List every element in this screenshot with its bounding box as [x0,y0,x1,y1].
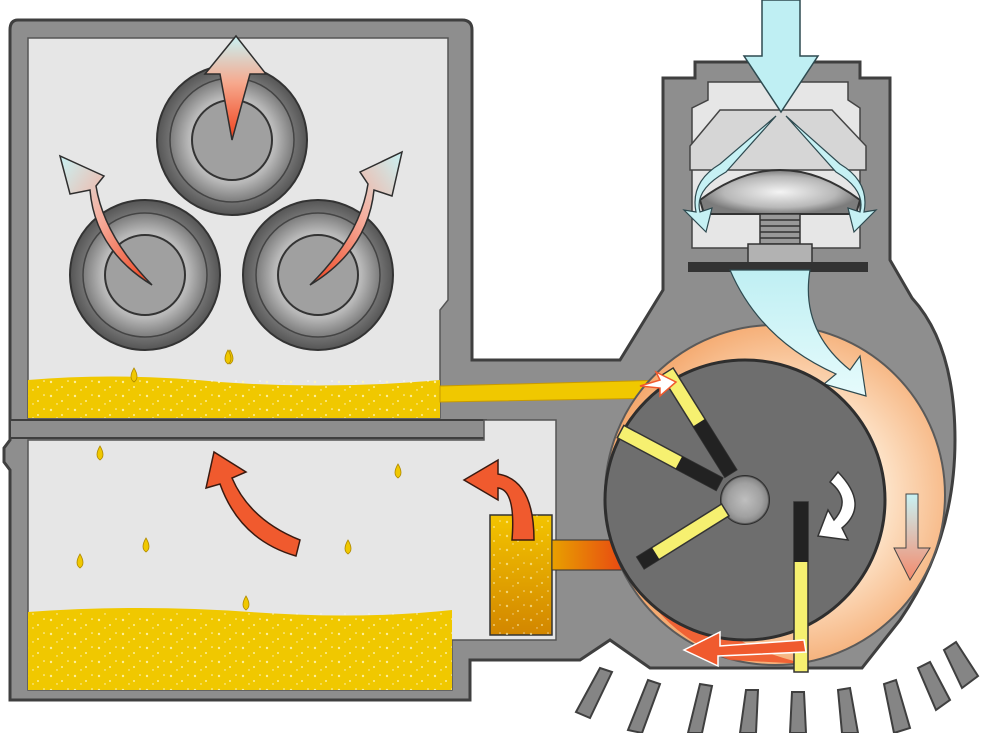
intake-air-stream [729,269,867,397]
intake-air-arrow [742,0,820,114]
exhaust-arrow-left [58,154,153,286]
intake-flow-right [785,115,878,234]
stator-flow-arrow [893,493,931,582]
valve-gasket [688,262,868,272]
separator-element-left [69,199,221,351]
exhaust-flow-arrow [682,630,807,668]
oil-feed-pipe [551,539,623,571]
cooling-fins [574,640,980,733]
oil-drop [76,553,84,569]
oil-drop [394,463,402,479]
oil-drop [96,445,104,461]
oil-drop [130,367,138,383]
oil-drop [224,349,232,365]
rotor-vanes [616,366,809,673]
rotor-assembly [603,269,946,673]
valve-spring [759,213,801,245]
oil-drop [242,595,250,611]
exhaust-arrow-top [203,34,268,141]
exhaust-arrow-right [309,150,404,286]
rotation-arrow [816,470,856,541]
intake-flow-left [682,115,777,234]
intake-valve-assembly [680,0,878,272]
oil-reservoir [27,349,623,691]
oil-drop [344,539,352,555]
oil-drop [142,537,150,553]
separator-element-right [242,199,394,351]
oil-inlet-arrow [639,370,678,398]
exhaust-bend-arrow [462,458,535,541]
chamber-divider [9,419,487,439]
separator-chamber [27,34,669,419]
gas-flow-curved-arrow [204,450,301,557]
